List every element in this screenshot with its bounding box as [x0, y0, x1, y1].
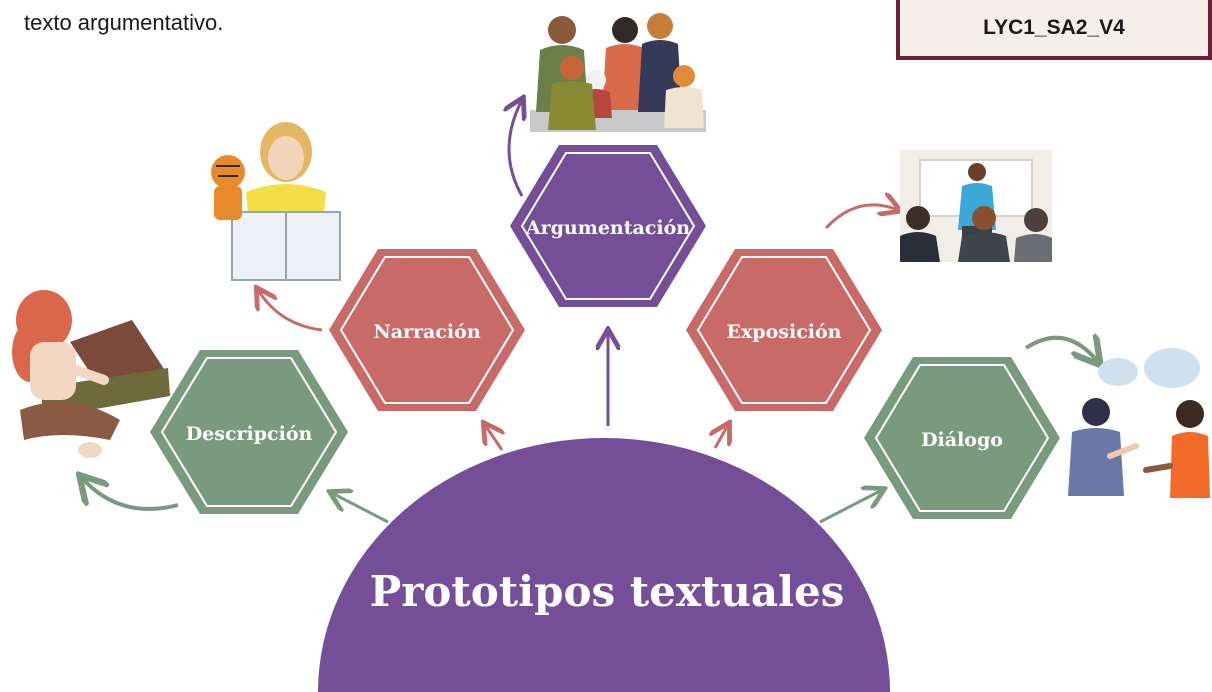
arrow-exposicion-illustration: [824, 205, 898, 230]
woman-drawing-illustration: [12, 290, 170, 458]
hexagon-descripcion: Descripción: [150, 350, 348, 514]
hexagon-exposicion: Exposición: [686, 249, 882, 411]
arrow-center-narracion: [485, 425, 502, 451]
arrow-center-exposicion: [715, 425, 728, 449]
debate-group-illustration: [530, 13, 706, 132]
arrow-argumentacion-illustration: [509, 100, 522, 197]
document-code-box: LYC1_SA2_V4: [896, 0, 1212, 60]
center-semicircle: [318, 438, 890, 692]
hexagon-argumentacion: Argumentación: [510, 145, 706, 307]
hexagon-label-dialogo: Diálogo: [921, 429, 1003, 451]
arrow-descripcion-illustration: [82, 478, 179, 511]
arrow-narracion-illustration: [258, 290, 323, 332]
intro-text: texto argumentativo.: [24, 10, 224, 35]
hexagon-label-descripcion: Descripción: [186, 423, 313, 445]
storyteller-illustration: [211, 122, 341, 281]
diagram-title: Prototipos textuales: [370, 567, 845, 616]
hexagon-label-exposicion: Exposición: [727, 321, 842, 343]
document-code: LYC1_SA2_V4: [983, 16, 1125, 39]
hexagon-dialogo: Diálogo: [864, 357, 1060, 519]
presentation-illustration: [900, 150, 1052, 262]
arrow-dialogo-illustration: [1024, 338, 1098, 362]
hexagon-label-argumentacion: Argumentación: [525, 217, 690, 239]
hexagon-label-narracion: Narración: [373, 321, 480, 343]
conversation-illustration: [1068, 348, 1210, 498]
arrow-center-dialogo: [819, 490, 882, 524]
arrow-center-descripcion: [332, 493, 389, 524]
hexagon-narracion: Narración: [329, 249, 525, 411]
